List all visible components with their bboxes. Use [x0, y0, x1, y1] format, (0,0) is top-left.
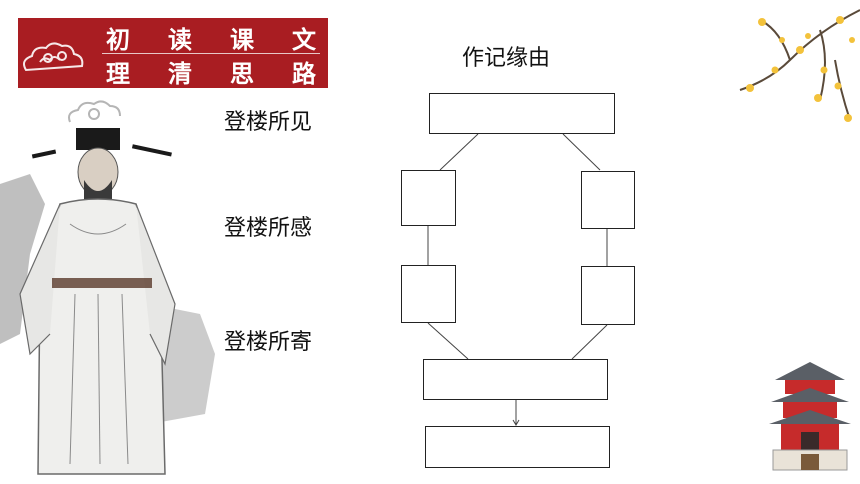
banner-char: 路 [292, 59, 316, 88]
banner-char: 课 [230, 25, 254, 54]
title-banner: 初 读 课 文 理 清 思 路 [18, 18, 328, 88]
banner-divider [102, 53, 320, 54]
plum-blossom-branch-icon [739, 9, 860, 122]
box-left-2 [401, 265, 456, 323]
diagram-title: 作记缘由 [462, 46, 551, 71]
pavilion-tower-icon [769, 362, 851, 471]
label-entrusted: 登楼所寄 [224, 330, 313, 355]
banner-char: 思 [230, 59, 254, 88]
label-seen: 登楼所见 [224, 110, 313, 135]
banner-char: 初 [106, 25, 130, 54]
banner-line-1: 初 读 课 文 [106, 20, 316, 55]
box-bottom-wide [425, 426, 610, 468]
box-right-2 [581, 266, 635, 325]
banner-char: 理 [106, 59, 130, 88]
scholar-portrait-illustration [0, 128, 215, 475]
banner-line-2: 理 清 思 路 [106, 54, 316, 89]
banner-char: 清 [168, 59, 192, 88]
box-top [429, 93, 615, 134]
box-middle-wide [423, 359, 608, 400]
banner-char: 读 [168, 25, 192, 54]
cloud-decoration-icon [68, 100, 121, 123]
banner-char: 文 [292, 25, 316, 54]
box-left-1 [401, 170, 456, 226]
box-right-1 [581, 171, 635, 229]
cloud-ornament-icon [23, 42, 84, 72]
label-felt: 登楼所感 [224, 216, 313, 241]
